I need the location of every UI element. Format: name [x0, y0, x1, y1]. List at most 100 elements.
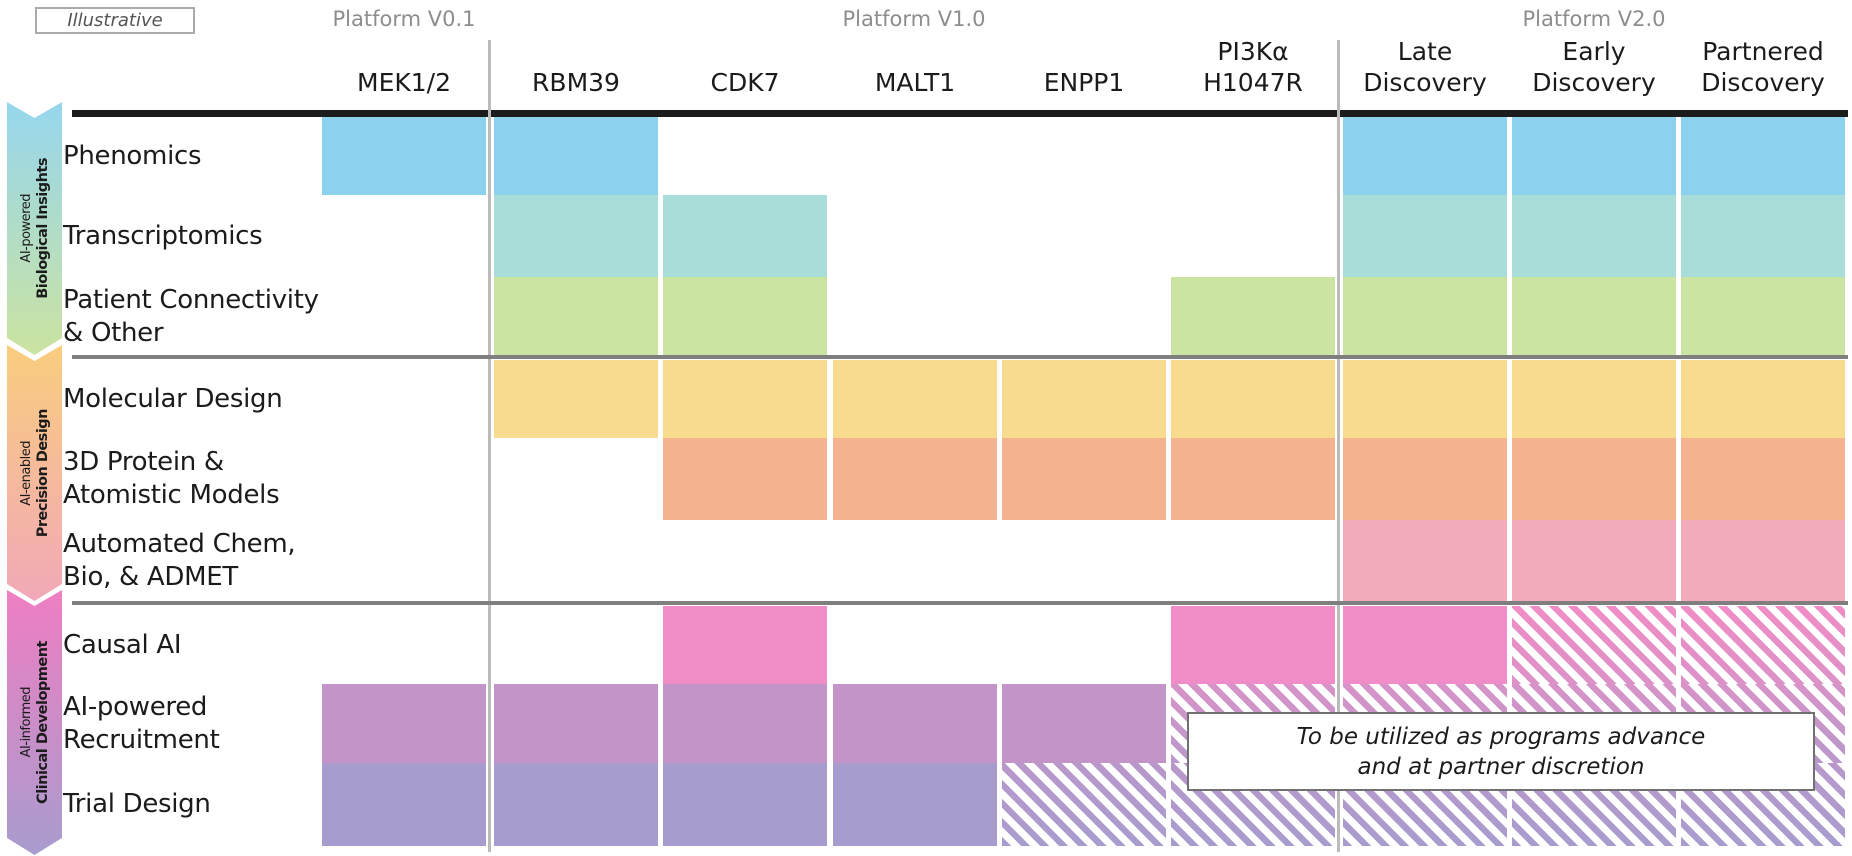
row-label-line: Recruitment — [63, 724, 220, 755]
column-header-cdk7: CDK7 — [650, 36, 840, 98]
column-header-line: RBM39 — [532, 68, 620, 97]
column-header-line: MALT1 — [874, 68, 956, 97]
cell-trial-design-cdk7 — [663, 763, 827, 846]
cell-trial-design-malt1 — [833, 763, 997, 846]
cell-trial-design-mek12 — [322, 763, 486, 846]
cell-3d-protein-atomistic-models-late-discovery — [1343, 438, 1507, 520]
cell-molecular-design-partnered-discovery — [1681, 360, 1845, 438]
note-line-1: To be utilized as programs advance — [1296, 723, 1706, 750]
platform-divider-v01-v10 — [488, 40, 491, 852]
column-header-line: Discovery — [1532, 68, 1656, 97]
cell-transcriptomics-late-discovery — [1343, 195, 1507, 277]
column-header-line: ENPP1 — [1043, 68, 1125, 97]
cell-ai-powered-recruitment-rbm39 — [494, 684, 658, 763]
cell-patient-connectivity-rbm39 — [494, 277, 658, 356]
cell-molecular-design-rbm39 — [494, 360, 658, 438]
section-divider-2 — [72, 601, 1848, 605]
header-rule — [72, 110, 1848, 117]
cell-transcriptomics-early-discovery — [1512, 195, 1676, 277]
row-label-line: Molecular Design — [63, 383, 283, 414]
row-label-line: Causal AI — [63, 629, 182, 660]
cell-molecular-design-pi3ka-h1047r — [1171, 360, 1335, 438]
row-label-automated-chem-bio-admet: Automated Chem,Bio, & ADMET — [63, 520, 325, 602]
cell-3d-protein-atomistic-models-partnered-discovery — [1681, 438, 1845, 520]
cell-patient-connectivity-cdk7 — [663, 277, 827, 356]
column-header-rbm39: RBM39 — [481, 36, 671, 98]
note-line-2: and at partner discretion — [1357, 753, 1645, 780]
cell-transcriptomics-cdk7 — [663, 195, 827, 277]
cell-patient-connectivity-late-discovery — [1343, 277, 1507, 356]
cell-ai-powered-recruitment-enpp1 — [1002, 684, 1166, 763]
cell-3d-protein-atomistic-models-enpp1 — [1002, 438, 1166, 520]
cell-causal-ai-cdk7 — [663, 606, 827, 684]
cell-phenomics-partnered-discovery — [1681, 117, 1845, 195]
row-label-line: Phenomics — [63, 140, 202, 171]
row-label-line: AI-powered — [63, 691, 208, 722]
platform-header-0: Platform V0.1 — [332, 7, 476, 31]
section-arrow-line1: AI-informed — [18, 687, 34, 758]
cell-3d-protein-atomistic-models-pi3ka-h1047r — [1171, 438, 1335, 520]
row-label-line: Patient Connectivity — [63, 284, 319, 315]
cell-ai-powered-recruitment-malt1 — [833, 684, 997, 763]
section-arrow-line1: AI-enabled — [18, 440, 34, 506]
row-label-causal-ai: Causal AI — [63, 606, 325, 684]
row-label-3d-protein-atomistic-models: 3D Protein &Atomistic Models — [63, 438, 325, 520]
cell-causal-ai-partnered-discovery — [1681, 606, 1845, 684]
cell-causal-ai-early-discovery — [1512, 606, 1676, 684]
row-label-phenomics: Phenomics — [63, 117, 325, 195]
row-label-line: Trial Design — [63, 789, 211, 819]
row-label-trial-design: Trial Design — [63, 763, 325, 846]
column-header-malt1: MALT1 — [820, 36, 1010, 98]
cell-automated-chem-bio-admet-late-discovery — [1343, 520, 1507, 602]
section-divider-1 — [72, 355, 1848, 359]
row-label-line: Automated Chem, — [63, 529, 296, 559]
cell-molecular-design-malt1 — [833, 360, 997, 438]
column-header-line: CDK7 — [710, 68, 780, 97]
cell-phenomics-late-discovery — [1343, 117, 1507, 195]
row-label-line: Transcriptomics — [63, 220, 263, 251]
cell-phenomics-mek12 — [322, 117, 486, 195]
column-header-line: PI3Kα — [1217, 37, 1289, 66]
cell-automated-chem-bio-admet-partnered-discovery — [1681, 520, 1845, 602]
cell-3d-protein-atomistic-models-cdk7 — [663, 438, 827, 520]
section-arrow-line2: Clinical Development — [34, 641, 51, 804]
row-label-transcriptomics: Transcriptomics — [63, 195, 325, 277]
column-header-enpp1: ENPP1 — [989, 36, 1179, 98]
column-header-line: Early — [1562, 37, 1626, 66]
cell-transcriptomics-rbm39 — [494, 195, 658, 277]
cell-ai-powered-recruitment-mek12 — [322, 684, 486, 763]
platform-divider-v10-v20 — [1337, 40, 1340, 852]
column-header-mek12: MEK1/2 — [309, 36, 499, 98]
cell-phenomics-early-discovery — [1512, 117, 1676, 195]
cell-patient-connectivity-pi3ka-h1047r — [1171, 277, 1335, 356]
cell-3d-protein-atomistic-models-early-discovery — [1512, 438, 1676, 520]
cell-patient-connectivity-early-discovery — [1512, 277, 1676, 356]
cell-causal-ai-pi3ka-h1047r — [1171, 606, 1335, 684]
cell-molecular-design-cdk7 — [663, 360, 827, 438]
cell-phenomics-rbm39 — [494, 117, 658, 195]
cell-molecular-design-early-discovery — [1512, 360, 1676, 438]
cell-transcriptomics-partnered-discovery — [1681, 195, 1845, 277]
section-arrow-line2: Biological Insights — [34, 158, 51, 299]
cell-causal-ai-late-discovery — [1343, 606, 1507, 684]
column-header-line: H1047R — [1203, 68, 1303, 97]
platform-header-1: Platform V1.0 — [842, 7, 986, 31]
row-label-molecular-design: Molecular Design — [63, 360, 325, 438]
cell-molecular-design-late-discovery — [1343, 360, 1507, 438]
column-header-line: MEK1/2 — [357, 68, 451, 97]
platform-header-2: Platform V2.0 — [1522, 7, 1666, 31]
column-header-line: Late — [1397, 37, 1453, 66]
cell-automated-chem-bio-admet-early-discovery — [1512, 520, 1676, 602]
row-label-line: 3D Protein & — [63, 447, 224, 477]
row-label-line: Bio, & ADMET — [63, 562, 238, 592]
